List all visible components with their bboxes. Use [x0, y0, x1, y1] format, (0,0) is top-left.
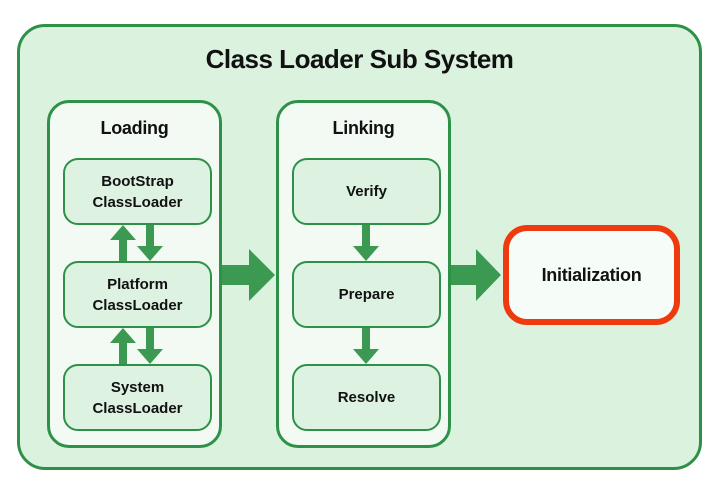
class-loader-subsystem-container: Class Loader Sub System Loading BootStra…: [17, 24, 702, 470]
node-label-line: Initialization: [541, 264, 642, 285]
linking-panel-title: Linking: [332, 118, 395, 138]
node-label-line: ClassLoader: [92, 399, 183, 417]
loading-panel: Loading BootStrap ClassLoader Platform C…: [47, 100, 222, 448]
arrow-down-icon: [353, 328, 379, 364]
node-label-line: Platform: [107, 275, 168, 293]
node-initialization: Initialization: [503, 225, 680, 325]
node-label-line: Resolve: [337, 389, 396, 406]
arrow-down-icon: [353, 225, 379, 261]
arrow-down-icon: [137, 328, 163, 364]
arrow-right-icon: [222, 249, 275, 301]
arrow-up-icon: [110, 225, 136, 261]
node-label-line: System: [110, 378, 165, 396]
node-label-line: ClassLoader: [92, 296, 183, 314]
node-label-line: Verify: [346, 183, 387, 200]
node-system-classloader: System ClassLoader: [63, 364, 212, 431]
node-bootstrap-classloader: BootStrap ClassLoader: [63, 158, 212, 225]
loading-panel-title: Loading: [100, 118, 169, 138]
linking-panel: Linking Verify Prepare Resolve: [276, 100, 451, 448]
node-verify: Verify: [292, 158, 441, 225]
arrow-up-icon: [110, 328, 136, 364]
diagram-title: Class Loader Sub System: [205, 44, 514, 74]
node-label-line: Prepare: [338, 286, 395, 303]
arrow-right-icon: [451, 249, 501, 301]
node-platform-classloader: Platform ClassLoader: [63, 261, 212, 328]
arrow-down-icon: [137, 225, 163, 261]
node-prepare: Prepare: [292, 261, 441, 328]
node-label-line: BootStrap: [101, 172, 174, 190]
node-resolve: Resolve: [292, 364, 441, 431]
node-label-line: ClassLoader: [92, 193, 183, 211]
